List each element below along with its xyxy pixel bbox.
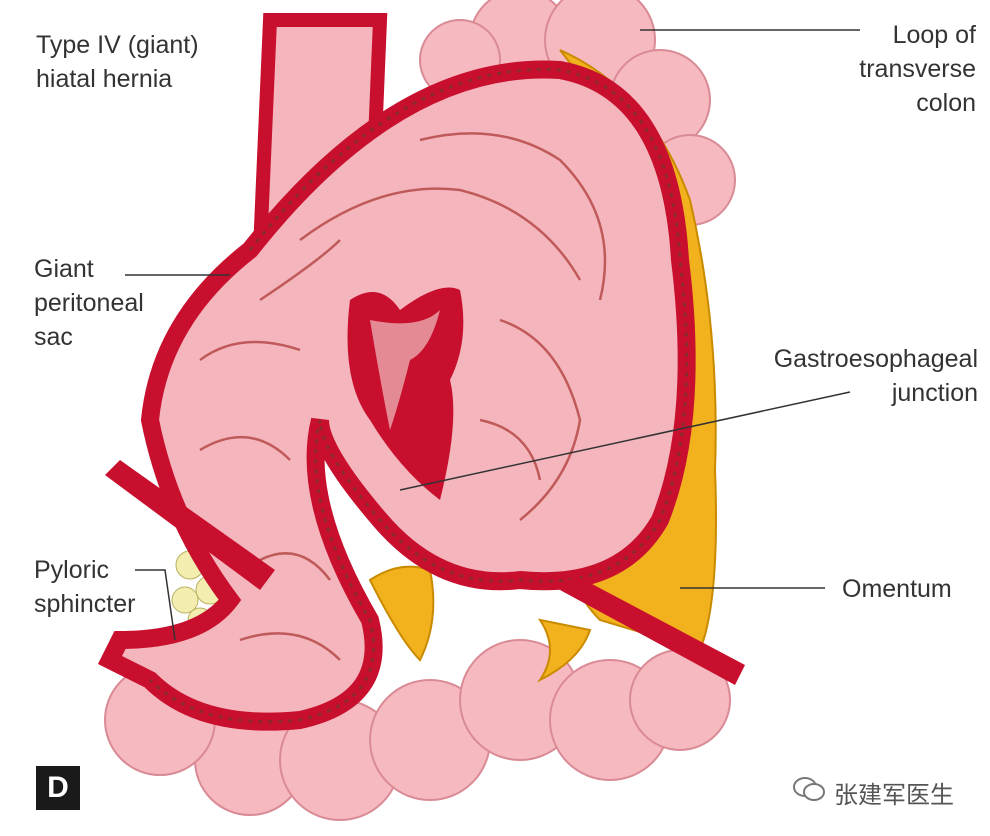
label-line: Gastroesophageal — [773, 345, 978, 373]
watermark-text: 张建军医生 — [834, 782, 954, 809]
panel-letter: D — [36, 766, 80, 810]
label-line: peritoneal — [34, 289, 144, 317]
label-pyloric-sphincter: Pyloric sphincter — [34, 553, 135, 621]
watermark: 张建军医生 — [792, 775, 954, 810]
label-line: junction — [891, 379, 978, 407]
label-line: colon — [916, 89, 976, 117]
label-peritoneal-sac: Giant peritoneal sac — [34, 252, 144, 354]
label-line: sac — [34, 323, 73, 351]
label-line: Pyloric — [34, 556, 110, 584]
label-line: Loop of — [892, 21, 976, 49]
label-line: sphincter — [34, 590, 136, 618]
label-hiatal-hernia: Type IV (giant) hiatal hernia — [36, 28, 199, 96]
label-transverse-colon: Loop of transverse colon — [859, 18, 976, 120]
leader-lines — [125, 29, 860, 641]
wechat-icon — [792, 775, 826, 810]
label-line: Giant — [34, 255, 94, 283]
label-omentum: Omentum — [842, 575, 952, 603]
label-line: hiatal hernia — [36, 65, 173, 93]
label-line: transverse — [859, 55, 976, 83]
label-ge-junction: Gastroesophageal junction — [774, 342, 978, 410]
transverse-colon — [104, 0, 736, 821]
label-line: Type IV (giant) — [36, 31, 199, 59]
peritoneal-sac-bands — [105, 460, 745, 685]
